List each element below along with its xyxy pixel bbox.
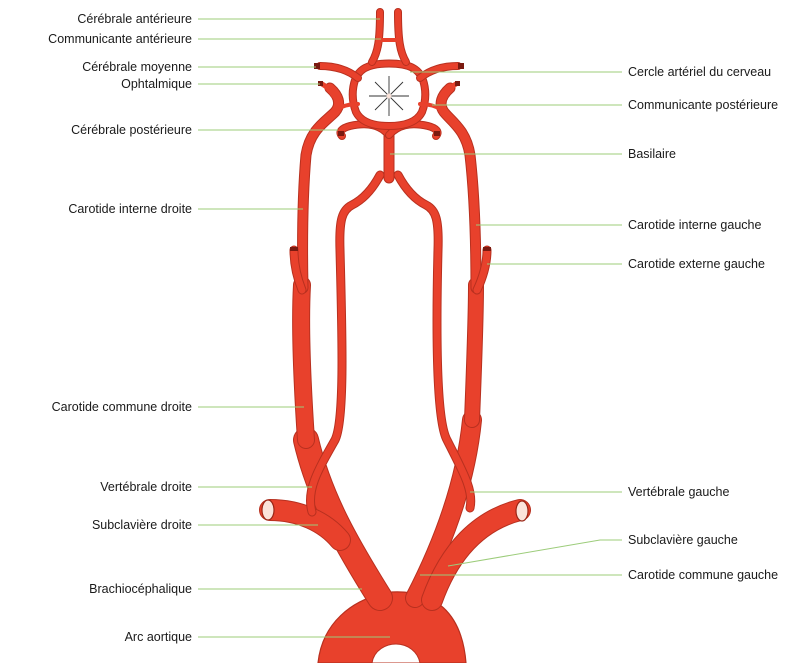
label-communicante-posterieure: Communicante postérieure <box>628 98 778 112</box>
label-carotide-interne-gauche: Carotide interne gauche <box>628 218 761 232</box>
artery-tree <box>262 12 528 663</box>
label-carotide-commune-droite: Carotide commune droite <box>52 400 192 414</box>
label-subclaviere-droite: Subclavière droite <box>92 518 192 532</box>
label-carotide-commune-gauche: Carotide commune gauche <box>628 568 778 582</box>
labels-right: Cercle artériel du cerveau Communicante … <box>628 65 778 582</box>
subclaviere-gauche-lumen <box>516 501 528 521</box>
label-vertebrale-gauche: Vertébrale gauche <box>628 485 730 499</box>
label-cerebrale-posterieure: Cérébrale postérieure <box>71 123 192 137</box>
label-ophtalmique: Ophtalmique <box>121 77 192 91</box>
carotide-commune-droite-vessel <box>301 285 306 440</box>
label-carotide-externe-gauche: Carotide externe gauche <box>628 257 765 271</box>
label-arc-aortique: Arc aortique <box>125 630 192 644</box>
labels-left: Cérébrale antérieure Communicante antéri… <box>48 12 192 644</box>
label-cerebrale-moyenne: Cérébrale moyenne <box>82 60 192 74</box>
flow-arrows <box>369 76 409 116</box>
label-communicante-anterieure: Communicante antérieure <box>48 32 192 46</box>
label-carotide-interne-droite: Carotide interne droite <box>68 202 192 216</box>
subclaviere-droite-lumen <box>262 500 274 520</box>
leader-lines <box>198 19 622 637</box>
label-subclaviere-gauche: Subclavière gauche <box>628 533 738 547</box>
label-cerebrale-anterieure: Cérébrale antérieure <box>77 12 192 26</box>
label-basilaire: Basilaire <box>628 147 676 161</box>
label-vertebrale-droite: Vertébrale droite <box>100 480 192 494</box>
label-cercle-arteriel: Cercle artériel du cerveau <box>628 65 771 79</box>
vertebrale-droite-vessel <box>310 175 380 512</box>
vertebrale-gauche-vessel <box>398 175 471 508</box>
label-brachiocephalique: Brachiocéphalique <box>89 582 192 596</box>
